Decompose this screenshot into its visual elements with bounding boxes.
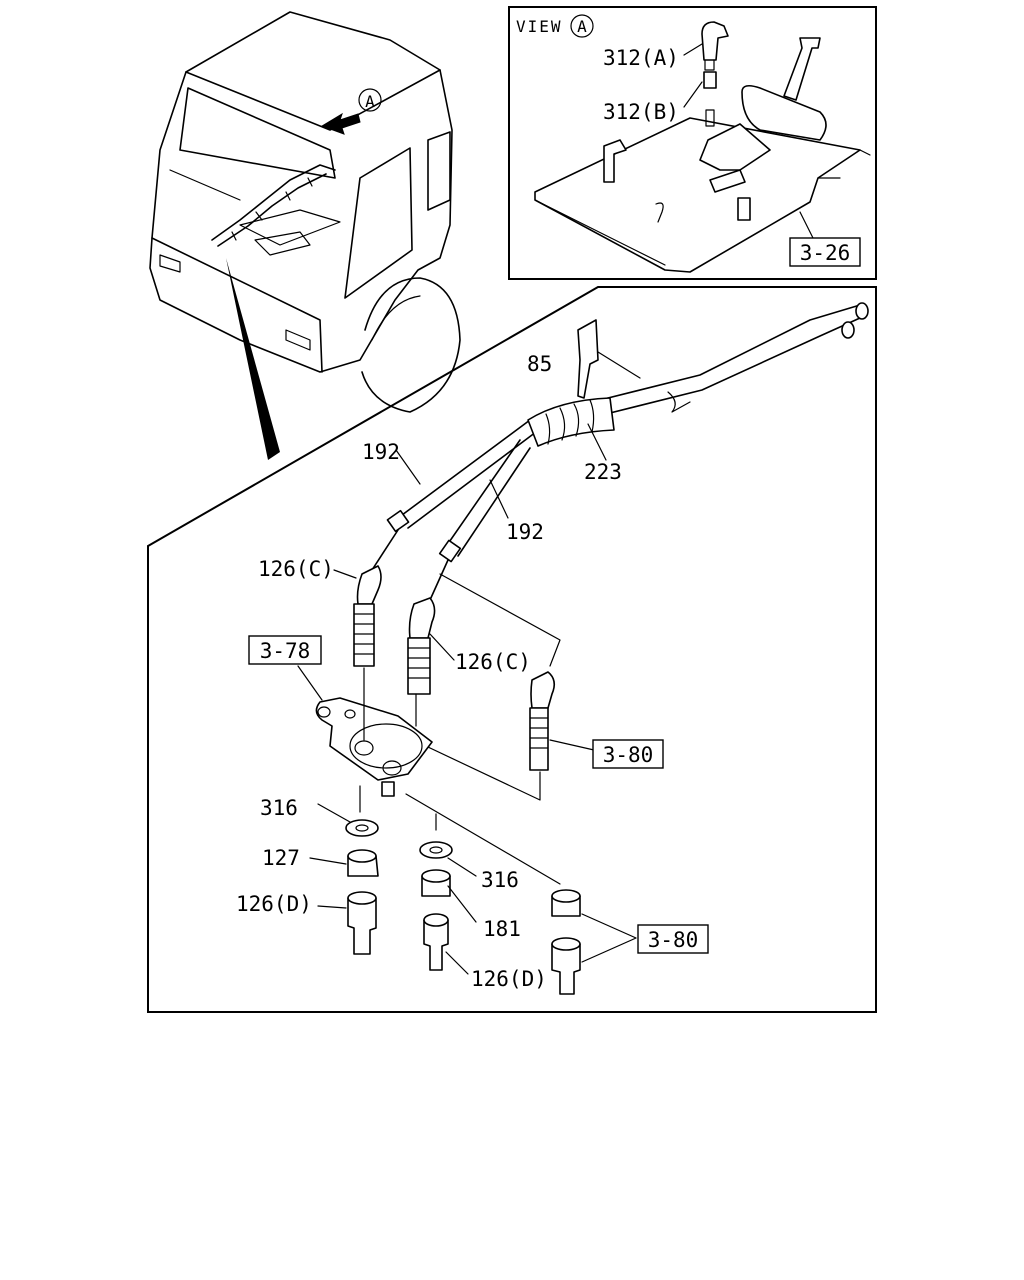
part-labels: 85 192 223 192 126(C) 3-78 126(C) 3-80 3… xyxy=(236,352,709,991)
label-312a: 312(A) xyxy=(603,46,679,70)
label-126d-right: 126(D) xyxy=(471,967,547,991)
label-312b: 312(B) xyxy=(603,100,679,124)
label-316-left: 316 xyxy=(260,796,298,820)
label-181: 181 xyxy=(483,917,521,941)
label-316-right: 316 xyxy=(481,868,519,892)
truck-cab-illustration: A xyxy=(149,11,461,460)
detail-frame xyxy=(147,286,877,1013)
label-126c-left: 126(C) xyxy=(258,557,334,581)
label-126c-right: 126(C) xyxy=(455,650,531,674)
view-a-inset: VIEW A 312(A) 312(B) 3-26 xyxy=(508,6,877,280)
label-127: 127 xyxy=(262,846,300,870)
ref-3-26: 3-26 xyxy=(800,241,851,265)
ref-3-80-top: 3-80 xyxy=(603,743,654,767)
cab-view-letter: A xyxy=(365,92,375,111)
label-192-top: 192 xyxy=(362,440,400,464)
view-circle-letter: A xyxy=(577,17,587,36)
label-223: 223 xyxy=(584,460,622,484)
ref-3-80-bottom: 3-80 xyxy=(648,928,699,952)
label-192-mid: 192 xyxy=(506,520,544,544)
ref-3-78: 3-78 xyxy=(260,639,311,663)
view-label: VIEW xyxy=(516,17,563,36)
hose-assembly xyxy=(297,302,869,995)
label-85: 85 xyxy=(527,352,552,376)
label-126d-left: 126(D) xyxy=(236,892,312,916)
